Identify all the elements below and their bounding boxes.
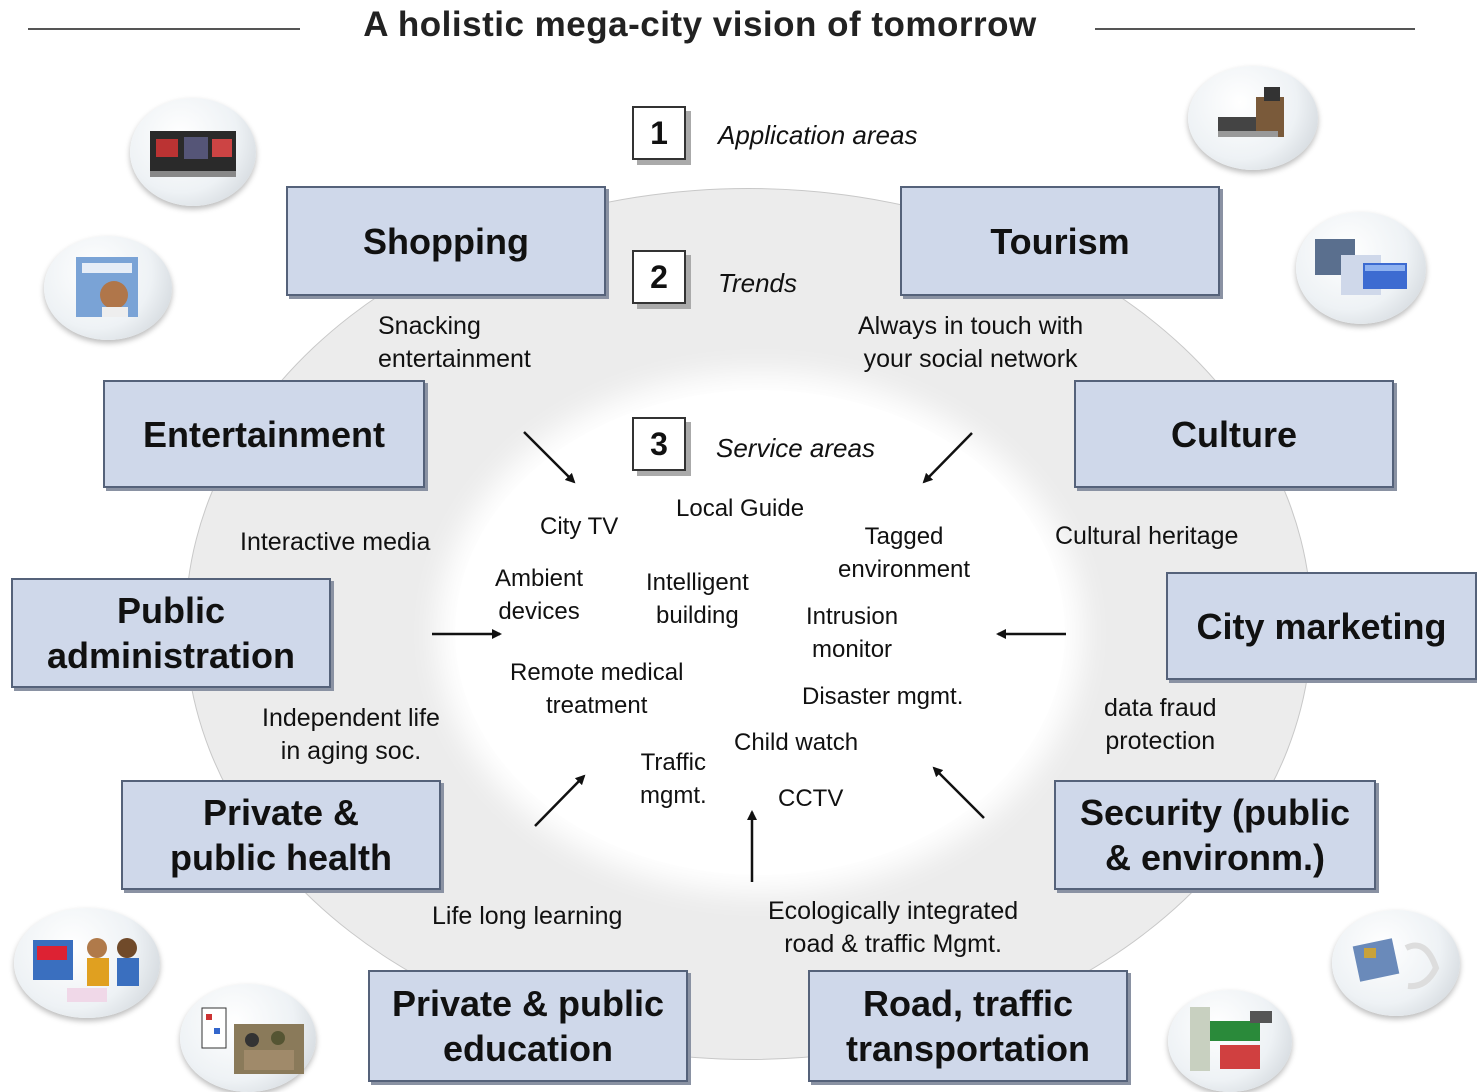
arrow-top-left (523, 431, 576, 484)
trend-cultural-heritage: Cultural heritage (1055, 522, 1239, 550)
service-intrusion-monitor: Intrusion monitor (806, 603, 899, 663)
shopping-box: Shopping (286, 186, 606, 296)
service-traffic-mgmt: Traffic mgmt. (640, 749, 707, 809)
health-photo-icon (14, 908, 160, 1018)
road-traffic-label-line1: Road, traffic (862, 983, 1074, 1024)
shopping-photo-icon (130, 98, 256, 206)
education-box: Private & public education (368, 970, 688, 1082)
culture-photo-icon (1296, 212, 1426, 324)
legend-label-service-areas: Service areas (716, 433, 875, 463)
city-marketing-box: City marketing (1166, 572, 1477, 680)
security-box: Security (public & environm.) (1054, 780, 1376, 890)
legend-label-trends: Trends (718, 268, 797, 298)
education-label-line2: education (442, 1028, 613, 1069)
city-marketing-label: City marketing (1196, 605, 1447, 647)
service-ambient-devices: Ambient devices (495, 565, 584, 625)
legend-number-2: 2 (632, 250, 686, 304)
road-photo-icon (1168, 990, 1292, 1092)
legend-label-application-areas: Application areas (718, 120, 918, 150)
education-photo-icon (180, 984, 316, 1092)
trend-ecological-traffic: Ecologically integrated road & traffic M… (768, 897, 1019, 958)
entertainment-box: Entertainment (103, 380, 425, 488)
security-label-line1: Security (public (1079, 792, 1351, 833)
service-tagged-environment: Tagged environment (838, 523, 971, 583)
health-label-line2: public health (169, 837, 392, 878)
culture-label: Culture (1171, 413, 1297, 455)
title-rule-left (28, 28, 300, 30)
service-child-watch: Child watch (734, 729, 859, 756)
legend-number-3: 3 (632, 417, 686, 471)
road-traffic-label-line2: transportation (845, 1028, 1090, 1069)
trend-independent-life: Independent life in aging soc. (262, 704, 440, 765)
tourism-photo-icon (1188, 66, 1318, 170)
entertainment-label: Entertainment (142, 413, 386, 455)
service-intelligent-building: Intelligent building (646, 569, 749, 629)
service-local-guide: Local Guide (676, 495, 805, 522)
trend-data-fraud-protection: data fraud protection (1104, 694, 1217, 755)
culture-box: Culture (1074, 380, 1394, 488)
health-label-line1: Private & (202, 792, 360, 833)
public-administration-label-line1: Public (116, 590, 226, 631)
service-disaster-mgmt: Disaster mgmt. (802, 683, 964, 710)
trend-social-network: Always in touch with your social network (858, 312, 1084, 373)
diagram-title: A holistic mega-city vision of tomorrow (363, 5, 1037, 44)
health-box: Private & public health (121, 780, 441, 890)
trend-interactive-media: Interactive media (240, 528, 431, 556)
shopping-label: Shopping (363, 220, 529, 262)
arrow-top-right (922, 432, 973, 484)
security-label-line2: & environm.) (1104, 837, 1326, 878)
service-cctv: CCTV (778, 785, 844, 812)
education-label-line1: Private & public (391, 983, 665, 1024)
arrow-bottom-right (932, 766, 985, 819)
public-administration-box: Public administration (11, 578, 331, 688)
service-area-core (455, 390, 1065, 875)
title-rule-right (1095, 28, 1415, 30)
tourism-label: Tourism (990, 220, 1130, 262)
road-traffic-box: Road, traffic transportation (808, 970, 1128, 1082)
security-photo-icon (1332, 910, 1460, 1016)
trend-life-long-learning: Life long learning (432, 902, 623, 930)
entertainment-photo-icon (44, 236, 172, 340)
service-remote-medical: Remote medical treatment (510, 659, 684, 719)
public-administration-label-line2: administration (46, 635, 296, 676)
tourism-box: Tourism (900, 186, 1220, 296)
service-city-tv: City TV (540, 513, 619, 540)
trend-snacking-entertainment: Snacking entertainment (378, 312, 531, 373)
legend-number-1: 1 (632, 106, 686, 160)
arrow-bottom-left (534, 774, 586, 827)
